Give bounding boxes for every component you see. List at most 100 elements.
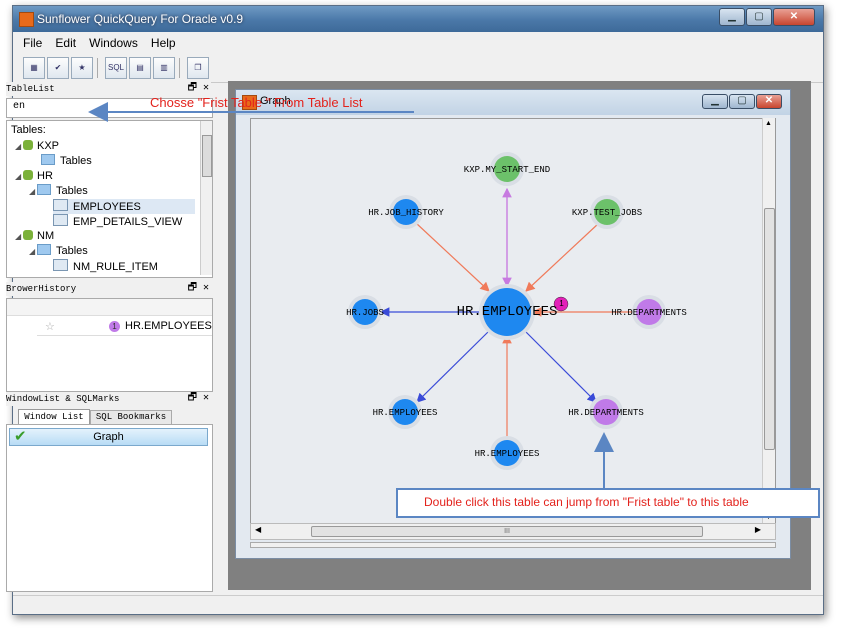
menu-edit[interactable]: Edit [55, 36, 77, 50]
title-bar[interactable]: Sunflower QuickQuery For Oracle v0.9 ▁ ▢… [13, 6, 823, 32]
database-icon [23, 170, 33, 180]
node-label: HR.EMPLOYEES [474, 449, 540, 459]
vertical-scroll-thumb[interactable] [764, 208, 775, 450]
close-button[interactable]: ✕ [773, 8, 815, 26]
table-icon[interactable]: ▤ [129, 57, 151, 79]
horizontal-scroll-thumb[interactable]: III [311, 526, 703, 537]
annotation-top: Chosse "Frist Table " From Table List [150, 95, 363, 110]
connect-icon[interactable]: ▦ [23, 57, 45, 79]
folder-icon [37, 244, 51, 255]
tables-label: Tables: [11, 124, 46, 136]
folder-icon [41, 154, 55, 165]
tree-node-employees[interactable]: EMPLOYEES [53, 199, 195, 214]
graph-node-hr-departments-lower[interactable] [593, 399, 619, 425]
tree-node-nm-rule-item[interactable]: NM_RULE_ITEM [53, 259, 158, 274]
tree-node-nm-tables[interactable]: ◢Tables [29, 244, 88, 257]
tablelist-header: TableList 🗗 ✕ [6, 82, 211, 96]
node-label: HR.JOBS [346, 308, 384, 318]
graph-node-hr-job-history[interactable] [393, 199, 419, 225]
history-list-header [7, 299, 212, 316]
graph-node-hr-jobs[interactable] [352, 299, 378, 325]
check-icon: ✔ [14, 428, 27, 445]
menu-bar: File Edit Windows Help [13, 34, 823, 52]
tree-node-nm[interactable]: ◢NM [15, 230, 55, 242]
history-header: BrowerHistory 🗗 ✕ [6, 282, 211, 296]
menu-windows[interactable]: Windows [89, 36, 138, 50]
annotation-callout: Double click this table can jump from "F… [396, 488, 820, 518]
graph-footer-bar [250, 542, 776, 548]
graph-node-kxp-test-jobs[interactable] [594, 199, 620, 225]
graph-node-hr-employees-left[interactable] [392, 399, 418, 425]
graph-window-title: Graph [260, 95, 291, 107]
node-label: HR.DEPARTMENTS [568, 408, 644, 418]
tree-node-kxp-tables[interactable]: Tables [41, 154, 92, 168]
windows-icon[interactable]: ❐ [187, 57, 209, 79]
graph-maximize-button[interactable]: ▢ [729, 94, 755, 109]
table-icon [53, 199, 68, 211]
node-label: HR.JOB_HISTORY [368, 208, 444, 218]
scroll-right-icon[interactable]: ▶ [754, 525, 761, 534]
table-search-input[interactable]: en [6, 98, 213, 118]
window-list-item-label: Graph [93, 431, 124, 443]
window-controls: ▁ ▢ ✕ [718, 8, 815, 26]
check-icon[interactable]: ✔ [47, 57, 69, 79]
menu-file[interactable]: File [23, 36, 43, 50]
history-item-badge: 1 [109, 321, 120, 332]
minimize-button[interactable]: ▁ [719, 8, 745, 26]
app-icon [19, 12, 34, 27]
database-icon [23, 230, 33, 240]
history-item-label: HR.EMPLOYEES [125, 320, 212, 332]
graph-svg [348, 152, 666, 470]
history-item[interactable]: ☆ 1 HR.EMPLOYEES [37, 319, 212, 336]
toolbar-divider [97, 58, 98, 78]
menu-help[interactable]: Help [150, 36, 176, 50]
graph-window-titlebar[interactable]: Graph ▁ ▢ ✕ [236, 90, 790, 115]
graph-horizontal-scrollbar[interactable]: ◀ III ▶ [250, 523, 776, 540]
app-icon [242, 95, 257, 110]
node-label: KXP.MY_START_END [463, 165, 551, 175]
tree-node-hr[interactable]: ◢HR [15, 170, 53, 182]
maximize-button[interactable]: ▢ [746, 8, 772, 26]
panel-controls-icon[interactable]: 🗗 ✕ [187, 283, 209, 294]
windowlist-header: WindowList & SQLMarks 🗗 ✕ [6, 392, 211, 406]
graph-node-center[interactable] [483, 288, 531, 336]
node-label: HR.EMPLOYEES [372, 408, 438, 418]
window-list-item-graph[interactable]: ✔ Graph [9, 428, 208, 446]
star-icon[interactable]: ★ [71, 57, 93, 79]
database-icon [23, 140, 33, 150]
table-icon [53, 259, 68, 271]
tree-scroll-thumb[interactable] [202, 135, 212, 177]
window-title: Sunflower QuickQuery For Oracle v0.9 [37, 12, 244, 26]
tree-scrollbar[interactable] [200, 121, 212, 275]
folder-icon [37, 184, 51, 195]
tree-node-hr-tables[interactable]: ◢Tables [29, 184, 88, 197]
view-icon[interactable]: ▥ [153, 57, 175, 79]
graph-node-kxp-my-start-end[interactable] [494, 156, 520, 182]
panel-controls-icon[interactable]: 🗗 ✕ [187, 83, 209, 94]
tree-node-emp-details-view[interactable]: EMP_DETAILS_VIEW [53, 214, 182, 229]
graph-close-button[interactable]: ✕ [756, 94, 782, 109]
tablelist-title: TableList [6, 84, 55, 94]
graph-node-hr-departments[interactable] [636, 299, 662, 325]
scroll-up-icon[interactable]: ▲ [765, 120, 772, 127]
graph-minimize-button[interactable]: ▁ [702, 94, 728, 109]
tab-sql-bookmarks[interactable]: SQL Bookmarks [90, 410, 172, 424]
center-node-label: HR.EMPLOYEES [456, 304, 558, 320]
edge [415, 222, 490, 292]
windowlist-title: WindowList & SQLMarks [6, 394, 120, 404]
edge [525, 222, 600, 292]
node-label: HR.DEPARTMENTS [611, 308, 687, 318]
edge [416, 330, 490, 403]
graph-node-hr-employees-bottom[interactable] [494, 440, 520, 466]
tree-node-kxp[interactable]: ◢KXP [15, 140, 60, 152]
graph-canvas[interactable]: KXP.MY_START_END HR.JOB_HISTORY KXP.TEST… [250, 118, 776, 525]
panel-controls-icon[interactable]: 🗗 ✕ [187, 393, 209, 404]
toolbar-divider [179, 58, 180, 78]
graph-vertical-scrollbar[interactable]: ▲ ▼ [762, 118, 775, 523]
sql-icon[interactable]: SQL [105, 57, 127, 79]
tab-window-list[interactable]: Window List [18, 409, 90, 424]
table-icon [53, 214, 68, 226]
table-tree: Tables: ◢KXP Tables ◢HR ◢Tables EMPLOYEE… [6, 120, 213, 278]
scroll-left-icon[interactable]: ◀ [255, 525, 262, 534]
star-icon[interactable]: ☆ [45, 321, 55, 333]
